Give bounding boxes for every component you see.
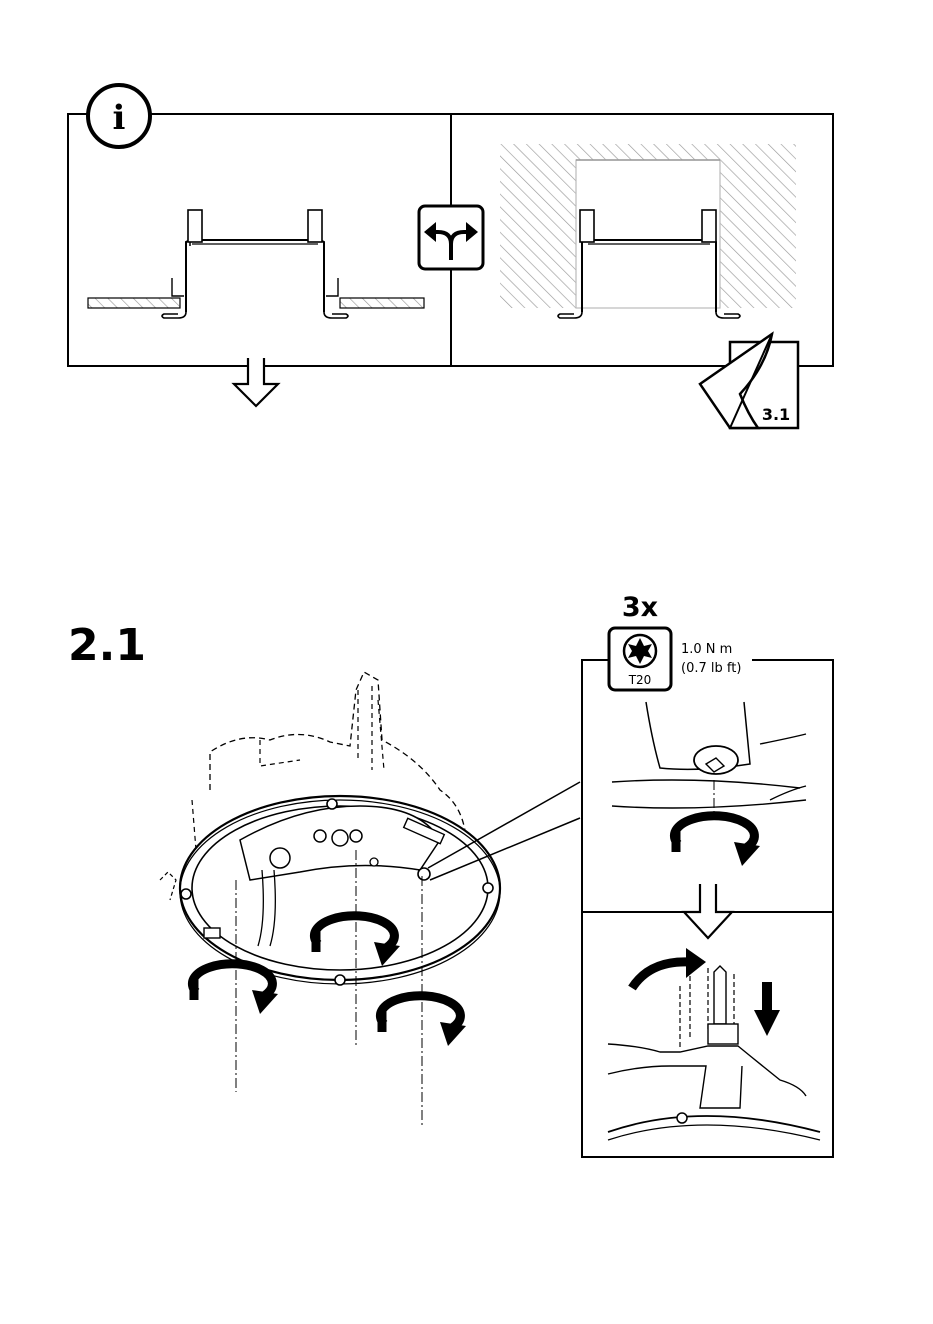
torx-bit-icon: T20: [609, 628, 671, 690]
tool-label: T20: [628, 673, 652, 687]
screw-quantity: 3x: [622, 592, 658, 623]
mount-bracket-illustration: [160, 672, 580, 1126]
page-turn-icon[interactable]: 3.1: [700, 334, 798, 428]
info-icon: i: [88, 85, 150, 147]
torque-nm: 1.0 N m: [681, 642, 732, 657]
page-ref-label: 3.1: [762, 405, 790, 424]
detail-panel: 3x T20 1.0 N m (0.7 lb ft): [582, 592, 833, 1157]
torque-lbft: (0.7 lb ft): [681, 661, 741, 676]
rotate-clockwise-icon: [380, 996, 466, 1046]
screw-closeup: [612, 702, 806, 938]
step-number: 2.1: [68, 620, 146, 671]
rotate-clockwise-icon: [192, 964, 278, 1014]
info-letter: i: [113, 98, 126, 138]
ceiling-mount-diagram-left: [88, 210, 424, 318]
ceiling-mount-diagram-right: [500, 144, 796, 318]
rotate-clockwise-icon: [674, 816, 760, 866]
branch-arrow-icon: [419, 206, 483, 269]
down-arrow-icon: [754, 982, 780, 1036]
info-panel: i: [68, 85, 833, 428]
latch-closeup: [608, 948, 820, 1140]
